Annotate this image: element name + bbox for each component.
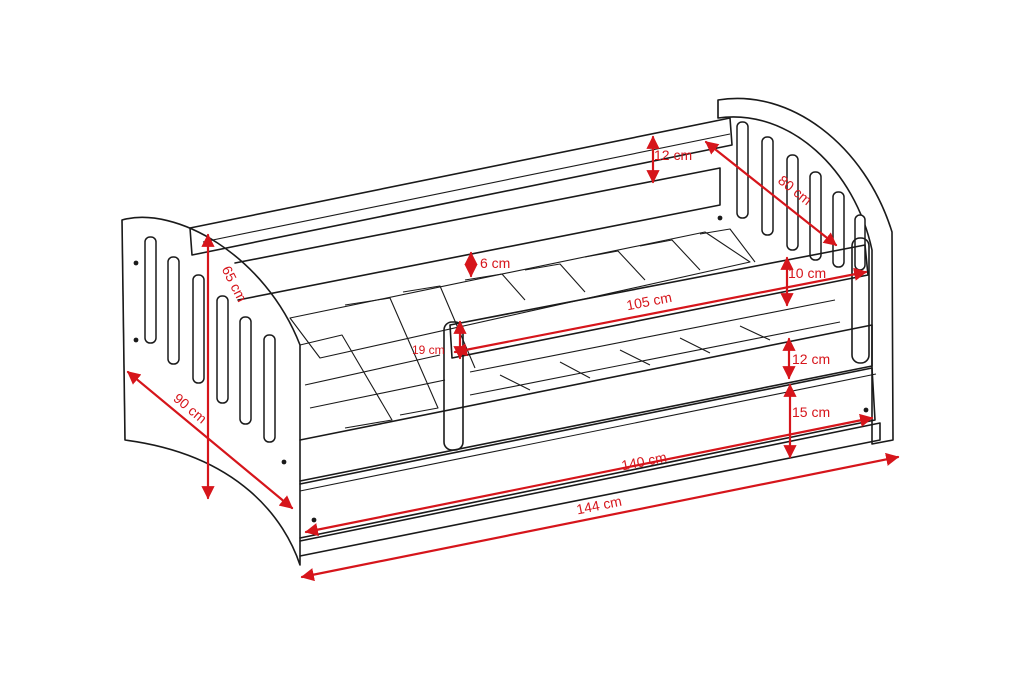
label-10: 10 cm (788, 265, 826, 281)
label-140: 140 cm (620, 449, 668, 474)
label-front-12: 12 cm (792, 351, 830, 367)
label-19: 19 cm (412, 343, 445, 357)
dim-80-line (704, 140, 838, 247)
dimension-labels: 144 cm 140 cm 90 cm 65 cm 105 cm 80 cm 1… (170, 147, 830, 517)
dimension-lines (126, 135, 900, 582)
label-15: 15 cm (792, 404, 830, 420)
label-back-12: 12 cm (654, 147, 692, 163)
label-90: 90 cm (170, 390, 210, 427)
label-105: 105 cm (625, 289, 673, 313)
dim-105-line (453, 267, 868, 357)
dim-140-line (304, 413, 874, 537)
back-rail (189, 117, 733, 301)
left-footboard (121, 216, 301, 566)
label-6: 6 cm (480, 255, 510, 271)
dim-144-line (300, 452, 900, 582)
